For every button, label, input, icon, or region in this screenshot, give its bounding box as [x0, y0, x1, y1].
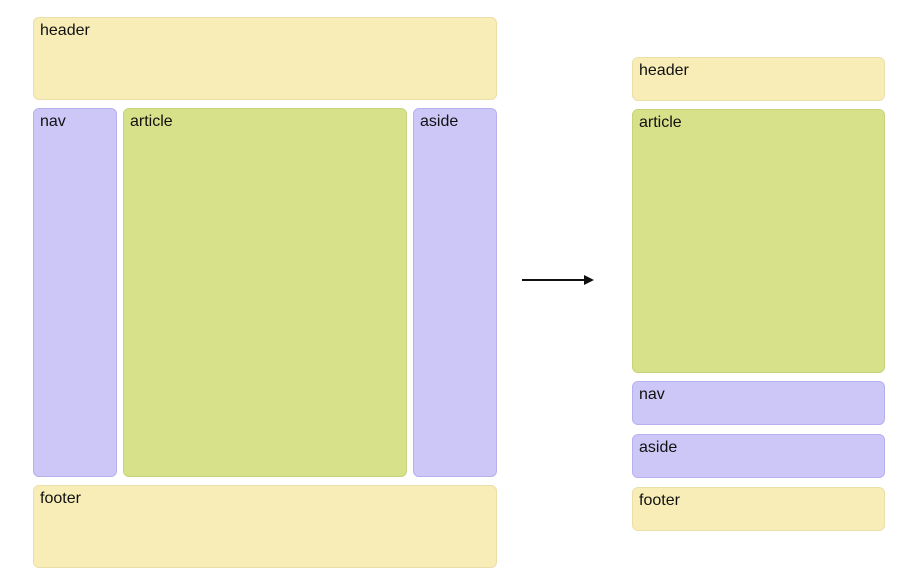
right-aside-box: aside — [632, 434, 885, 478]
left-article-label: article — [130, 113, 173, 130]
left-article-box: article — [123, 108, 407, 477]
left-header-label: header — [40, 22, 90, 39]
left-aside-label: aside — [420, 113, 459, 130]
left-footer-box: footer — [33, 485, 497, 568]
right-aside-label: aside — [639, 439, 678, 456]
left-footer-label: footer — [40, 490, 81, 507]
right-header-label: header — [639, 62, 689, 79]
right-article-box: article — [632, 109, 885, 373]
right-arrow-icon — [522, 275, 594, 285]
right-article-label: article — [639, 114, 682, 131]
right-nav-label: nav — [639, 386, 665, 403]
right-header-box: header — [632, 57, 885, 101]
left-aside-box: aside — [413, 108, 497, 477]
left-nav-label: nav — [40, 113, 66, 130]
left-nav-box: nav — [33, 108, 117, 477]
left-header-box: header — [33, 17, 497, 100]
right-footer-box: footer — [632, 487, 885, 531]
right-nav-box: nav — [632, 381, 885, 425]
right-footer-label: footer — [639, 492, 680, 509]
